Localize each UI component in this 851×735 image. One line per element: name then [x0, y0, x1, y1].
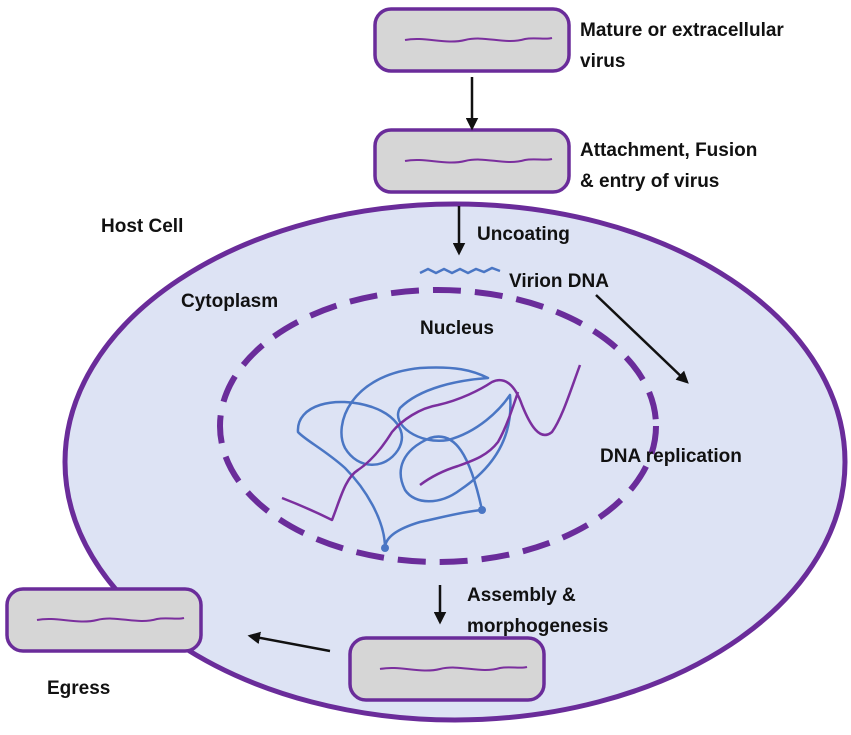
label-attachment-line1: Attachment, Fusion	[580, 140, 758, 161]
dna-node	[381, 544, 389, 552]
virion-attachment	[373, 128, 571, 194]
virion-mature	[373, 7, 571, 73]
label-assembly-line2: morphogenesis	[467, 616, 609, 637]
label-cytoplasm: Cytoplasm	[181, 291, 279, 312]
host-cell	[62, 201, 848, 723]
label-egress: Egress	[47, 678, 111, 699]
arrow-to-dna-replication	[595, 294, 689, 384]
label-uncoating: Uncoating	[477, 224, 570, 245]
viral-dna-strand	[281, 364, 582, 522]
label-mature-virus-line1: Mature or extracellular	[580, 20, 784, 41]
host-dna-strand	[296, 366, 512, 550]
virion-egress	[5, 587, 203, 653]
label-host-cell: Host Cell	[101, 216, 184, 237]
dna-node	[478, 506, 486, 514]
arrow-to-egress	[247, 631, 331, 653]
nucleus-envelope	[217, 287, 659, 565]
label-attachment-line2: & entry of virus	[580, 171, 720, 192]
label-virion-dna: Virion DNA	[509, 271, 609, 292]
virion-assembled	[348, 636, 546, 702]
virion-dna-strand	[419, 266, 501, 275]
label-dna-replication: DNA replication	[600, 446, 742, 467]
label-assembly-line1: Assembly &	[467, 585, 576, 606]
label-mature-virus-line2: virus	[580, 51, 626, 72]
label-nucleus: Nucleus	[420, 318, 494, 339]
